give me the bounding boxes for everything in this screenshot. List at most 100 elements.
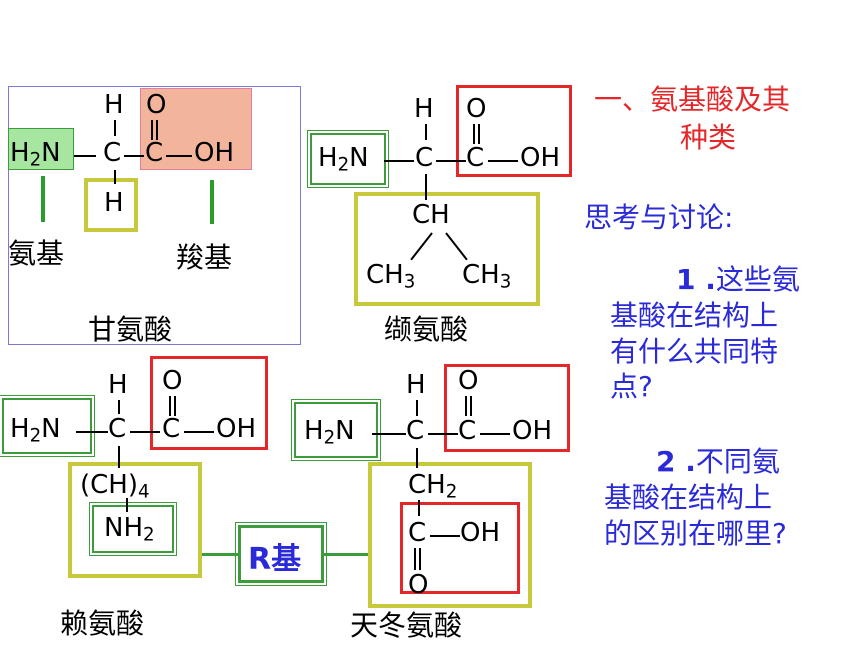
aspartate-bond xyxy=(414,548,416,570)
amino-label: 氨基 xyxy=(8,237,65,270)
lysine-bond xyxy=(169,396,171,416)
r-connector-left xyxy=(202,553,238,556)
valine-bond xyxy=(488,160,518,162)
question-2: 2 .不同氨 基酸在结构上 的区别在哪里? xyxy=(604,444,787,551)
valine-bond xyxy=(436,160,466,162)
glycine-formula-row: H2N xyxy=(10,138,61,171)
valine-bond xyxy=(425,174,427,200)
section-title: 一、氨基酸及其 xyxy=(594,83,791,116)
aspartate-h-top: H xyxy=(406,370,426,400)
question-1-number: 1 . xyxy=(676,263,716,296)
lysine-carboxyl-box xyxy=(150,356,268,450)
lysine-ch2-chain: (CH)4 xyxy=(80,470,150,503)
discussion-heading: 思考与讨论: xyxy=(584,201,734,234)
r-connector-right xyxy=(324,553,368,556)
aspartate-o-bottom: O xyxy=(408,570,429,600)
aspartate-bond xyxy=(470,396,472,416)
lysine-name: 赖氨酸 xyxy=(60,607,145,640)
question-2-number: 2 . xyxy=(656,445,696,478)
aspartate-carboxyl-box xyxy=(444,364,570,452)
aspartate-amino: H2N xyxy=(304,416,355,449)
valine-h-top: H xyxy=(414,94,434,124)
lysine-c-alpha: C xyxy=(108,414,127,444)
r-group-label: R基 xyxy=(248,542,302,577)
glycine-c-alpha: C xyxy=(103,138,122,168)
glycine-bond xyxy=(166,155,192,157)
question-1-text: 基酸在结构上 xyxy=(610,298,779,332)
glycine-h-top: H xyxy=(104,90,124,120)
question-1: 1 .这些氨 基酸在结构上 有什么共同特 点? xyxy=(610,262,800,405)
glycine-h-bottom: H xyxy=(104,188,124,218)
carboxyl-pointer-line xyxy=(210,180,214,224)
glycine-r-group-box xyxy=(84,178,138,232)
carboxyl-label: 羧基 xyxy=(176,241,233,274)
glycine-c-carboxyl: C xyxy=(145,138,164,168)
glycine-oh: OH xyxy=(194,138,235,168)
lysine-c-carboxyl: C xyxy=(162,414,181,444)
valine-ch3-left: CH3 xyxy=(366,260,416,293)
question-1-text: 有什么共同特 xyxy=(610,334,779,368)
lysine-bond xyxy=(118,446,120,468)
question-2-text: 的区别在哪里? xyxy=(604,516,787,550)
lysine-bond xyxy=(118,400,120,414)
glycine-bond xyxy=(114,120,116,136)
aspartate-side-carboxyl-box xyxy=(400,502,520,594)
lysine-amino: H2N xyxy=(10,414,61,447)
lysine-r-group-box xyxy=(68,462,202,578)
glycine-name: 甘氨酸 xyxy=(88,313,173,346)
valine-amino-box xyxy=(307,130,389,188)
aspartate-c-side: C xyxy=(408,518,427,548)
lysine-bond xyxy=(174,396,176,416)
question-2-text: 不同氨 xyxy=(695,445,780,478)
aspartate-bond xyxy=(480,433,510,435)
valine-bond xyxy=(473,124,475,144)
valine-bond xyxy=(478,124,480,144)
aspartate-bond xyxy=(419,548,421,570)
valine-bond xyxy=(425,124,427,140)
section-title-line2: 种类 xyxy=(680,121,737,154)
aspartate-ch2: CH2 xyxy=(408,470,458,503)
glycine-bond xyxy=(74,155,96,157)
amino-pointer-line xyxy=(41,176,45,222)
lysine-nh2: NH2 xyxy=(104,513,155,546)
aspartate-bond xyxy=(428,433,458,435)
lysine-h-top: H xyxy=(108,370,128,400)
valine-ch: CH xyxy=(412,200,450,230)
glycine-bond xyxy=(151,120,153,140)
lysine-amino-box xyxy=(0,395,95,457)
glycine-panel xyxy=(8,86,301,345)
aspartate-amino-box xyxy=(291,399,381,461)
aspartate-bond xyxy=(416,448,418,468)
aspartate-bond xyxy=(430,535,460,537)
lysine-nh2-box xyxy=(89,502,177,556)
glycine-bond xyxy=(114,170,116,184)
valine-bond xyxy=(384,160,414,162)
r-group-label-box xyxy=(235,522,327,586)
glycine-amino-highlight xyxy=(8,128,74,170)
aspartate-c-alpha: C xyxy=(406,416,425,446)
lysine-bond xyxy=(130,431,160,433)
lysine-o-top: O xyxy=(162,366,183,396)
aspartate-bond xyxy=(372,433,406,435)
aspartate-oh: OH xyxy=(512,416,553,446)
glycine-bond xyxy=(156,120,158,140)
valine-c-alpha: C xyxy=(415,143,434,173)
valine-carboxyl-box xyxy=(456,85,572,177)
aspartate-oh-side: OH xyxy=(460,518,501,548)
lysine-bond xyxy=(184,431,214,433)
aspartate-name: 天冬氨酸 xyxy=(350,609,463,642)
valine-o-top: O xyxy=(466,94,487,124)
lysine-oh: OH xyxy=(216,414,257,444)
aspartate-c-carboxyl: C xyxy=(458,416,477,446)
aspartate-r-group-box xyxy=(368,462,532,608)
question-2-text: 基酸在结构上 xyxy=(604,480,773,514)
valine-c-carboxyl: C xyxy=(466,143,485,173)
valine-oh: OH xyxy=(520,143,561,173)
valine-name: 缬氨酸 xyxy=(384,313,469,346)
lysine-bond xyxy=(126,498,128,512)
lysine-bond xyxy=(76,431,108,433)
aspartate-o-top: O xyxy=(458,366,479,396)
aspartate-bond xyxy=(418,500,420,516)
glycine-o-top: O xyxy=(146,90,167,120)
question-1-text: 这些氨 xyxy=(715,263,800,296)
